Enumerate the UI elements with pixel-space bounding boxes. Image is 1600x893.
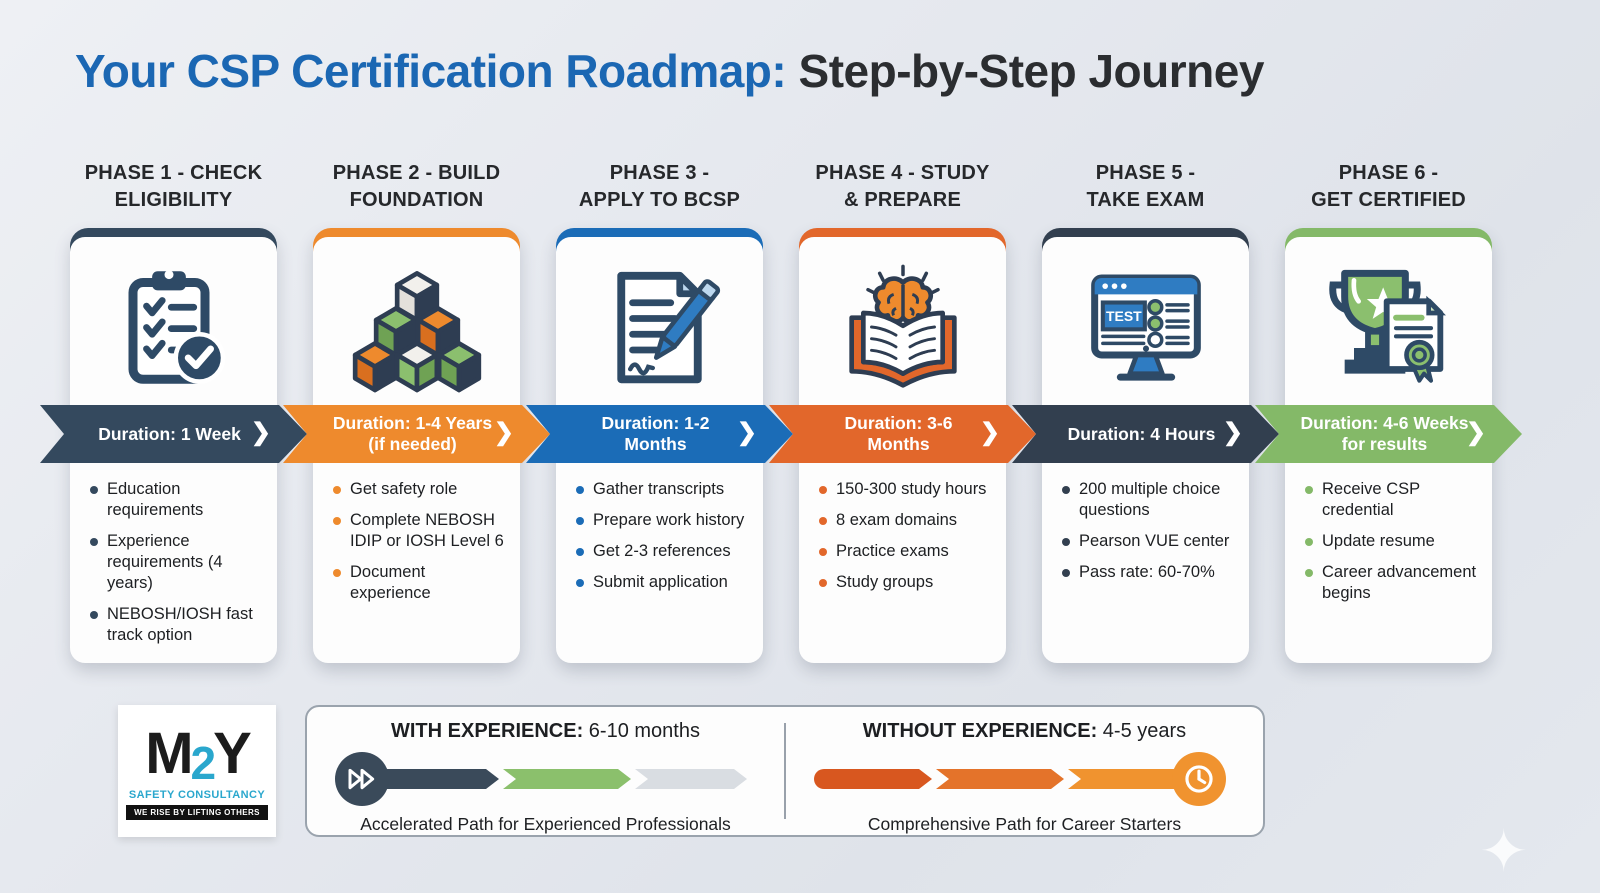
phase-5-bullets: 200 multiple choice questions Pearson VU…	[1042, 479, 1249, 593]
bottom-row: M2Y SAFETY CONSULTANCY WE RISE BY LIFTIN…	[118, 705, 1265, 837]
without-experience-section: WITHOUT EXPERIENCE: 4-5 years Comprehens…	[786, 707, 1263, 835]
phase-1-column: PHASE 1 - CHECK ELIGIBILITY	[70, 160, 277, 663]
phase-3-column: PHASE 3 - APPLY TO BCSP	[556, 160, 763, 663]
computer-test-icon: TEST	[1042, 237, 1249, 409]
panel-divider	[784, 723, 786, 819]
list-item: 200 multiple choice questions	[1062, 479, 1239, 521]
trophy-certificate-icon	[1285, 237, 1492, 409]
phase-4-duration-banner: Duration: 3-6 Months❯	[769, 405, 1036, 463]
timeline-segment	[503, 769, 631, 789]
document-pen-icon	[556, 237, 763, 409]
phase-2-column: PHASE 2 - BUILD FOUNDATION	[313, 160, 520, 663]
arrow-chevron-icon: ❯	[736, 419, 757, 447]
list-item: Pass rate: 60-70%	[1062, 562, 1239, 583]
list-item: Practice exams	[819, 541, 996, 562]
title-secondary: Step-by-Step Journey	[786, 45, 1265, 97]
timeline-segment	[635, 769, 747, 789]
arrow-chevron-icon: ❯	[979, 419, 1000, 447]
phase-3-header: PHASE 3 - APPLY TO BCSP	[578, 162, 741, 211]
sparkle-decoration: ✦	[1479, 819, 1528, 884]
phase-6-column: PHASE 6 - GET CERTIFIED	[1285, 160, 1492, 663]
list-item: Receive CSP credential	[1305, 479, 1482, 521]
list-item: NEBOSH/IOSH fast track option	[90, 604, 267, 646]
list-item: Get 2-3 references	[576, 541, 753, 562]
without-experience-value: 4-5 years	[1097, 720, 1187, 742]
title-primary: Your CSP Certification Roadmap:	[75, 45, 787, 97]
timeline-segment	[1068, 769, 1190, 789]
list-item: Get safety role	[333, 479, 510, 500]
book-brain-icon	[799, 237, 1006, 409]
timeline-segment	[814, 769, 932, 789]
company-logo: M2Y SAFETY CONSULTANCY WE RISE BY LIFTIN…	[118, 705, 276, 837]
phase-6-bullets: Receive CSP credential Update resume Car…	[1285, 479, 1492, 614]
list-item: Prepare work history	[576, 510, 753, 531]
list-item: Submit application	[576, 572, 753, 593]
fast-forward-icon	[335, 752, 389, 806]
test-screen-label: TEST	[1105, 308, 1141, 324]
phase-3-bullets: Gather transcripts Prepare work history …	[556, 479, 763, 603]
phase-2-duration-banner: Duration: 1-4 Years (if needed)❯	[283, 405, 550, 463]
phase-roadmap: PHASE 1 - CHECK ELIGIBILITY	[70, 160, 1530, 663]
list-item: Update resume	[1305, 531, 1482, 552]
list-item: Study groups	[819, 572, 996, 593]
list-item: 8 exam domains	[819, 510, 996, 531]
phase-3-duration-banner: Duration: 1-2 Months❯	[526, 405, 793, 463]
phase-1-bullets: Education requirements Experience requir…	[70, 479, 277, 656]
phase-6-duration-banner: Duration: 4-6 Weeks for results❯	[1255, 405, 1522, 463]
phase-4-header: PHASE 4 - STUDY & PREPARE	[815, 162, 990, 211]
phase-5-column: PHASE 5 - TAKE EXAM TEST	[1042, 160, 1249, 663]
list-item: 150-300 study hours	[819, 479, 996, 500]
without-experience-timeline	[786, 752, 1263, 806]
with-experience-label: WITH EXPERIENCE:	[391, 720, 584, 742]
timeline-segment	[936, 769, 1064, 789]
arrow-chevron-icon: ❯	[1465, 419, 1486, 447]
list-item: Pearson VUE center	[1062, 531, 1239, 552]
logo-m2y-text: M2Y	[145, 721, 252, 790]
with-experience-caption: Accelerated Path for Experienced Profess…	[360, 814, 731, 834]
clipboard-checklist-icon	[70, 237, 277, 409]
list-item: Career advancement begins	[1305, 562, 1482, 604]
logo-motto: WE RISE BY LIFTING OTHERS	[126, 804, 268, 820]
with-experience-section: WITH EXPERIENCE: 6-10 months Accelerated…	[307, 707, 784, 835]
with-experience-value: 6-10 months	[583, 720, 700, 742]
phase-4-bullets: 150-300 study hours 8 exam domains Pract…	[799, 479, 1006, 603]
with-experience-timeline	[307, 752, 784, 806]
list-item: Document experience	[333, 562, 510, 604]
phase-5-duration-banner: Duration: 4 Hours❯	[1012, 405, 1279, 463]
timeline-segment	[381, 769, 499, 789]
arrow-chevron-icon: ❯	[493, 419, 514, 447]
arrow-chevron-icon: ❯	[250, 419, 271, 447]
list-item: Experience requirements (4 years)	[90, 531, 267, 594]
list-item: Complete NEBOSH IDIP or IOSH Level 6	[333, 510, 510, 552]
list-item: Education requirements	[90, 479, 267, 521]
clock-icon	[1172, 752, 1226, 806]
arrow-chevron-icon: ❯	[1222, 419, 1243, 447]
experience-comparison-panel: WITH EXPERIENCE: 6-10 months Accelerated…	[305, 705, 1265, 837]
without-experience-caption: Comprehensive Path for Career Starters	[867, 814, 1182, 834]
list-item: Gather transcripts	[576, 479, 753, 500]
logo-tagline: SAFETY CONSULTANCY	[128, 788, 266, 801]
page-title: Your CSP Certification Roadmap: Step-by-…	[75, 44, 1264, 98]
phase-2-bullets: Get safety role Complete NEBOSH IDIP or …	[313, 479, 520, 614]
without-experience-label: WITHOUT EXPERIENCE:	[862, 720, 1098, 742]
phase-5-header: PHASE 5 - TAKE EXAM	[1086, 162, 1205, 211]
building-blocks-icon	[313, 237, 520, 409]
phase-1-header: PHASE 1 - CHECK ELIGIBILITY	[84, 162, 263, 211]
phase-2-header: PHASE 2 - BUILD FOUNDATION	[332, 162, 501, 211]
phase-4-column: PHASE 4 - STUDY & PREPARE	[799, 160, 1006, 663]
phase-6-header: PHASE 6 - GET CERTIFIED	[1311, 162, 1466, 211]
phase-1-duration-banner: Duration: 1 Week❯	[40, 405, 307, 463]
